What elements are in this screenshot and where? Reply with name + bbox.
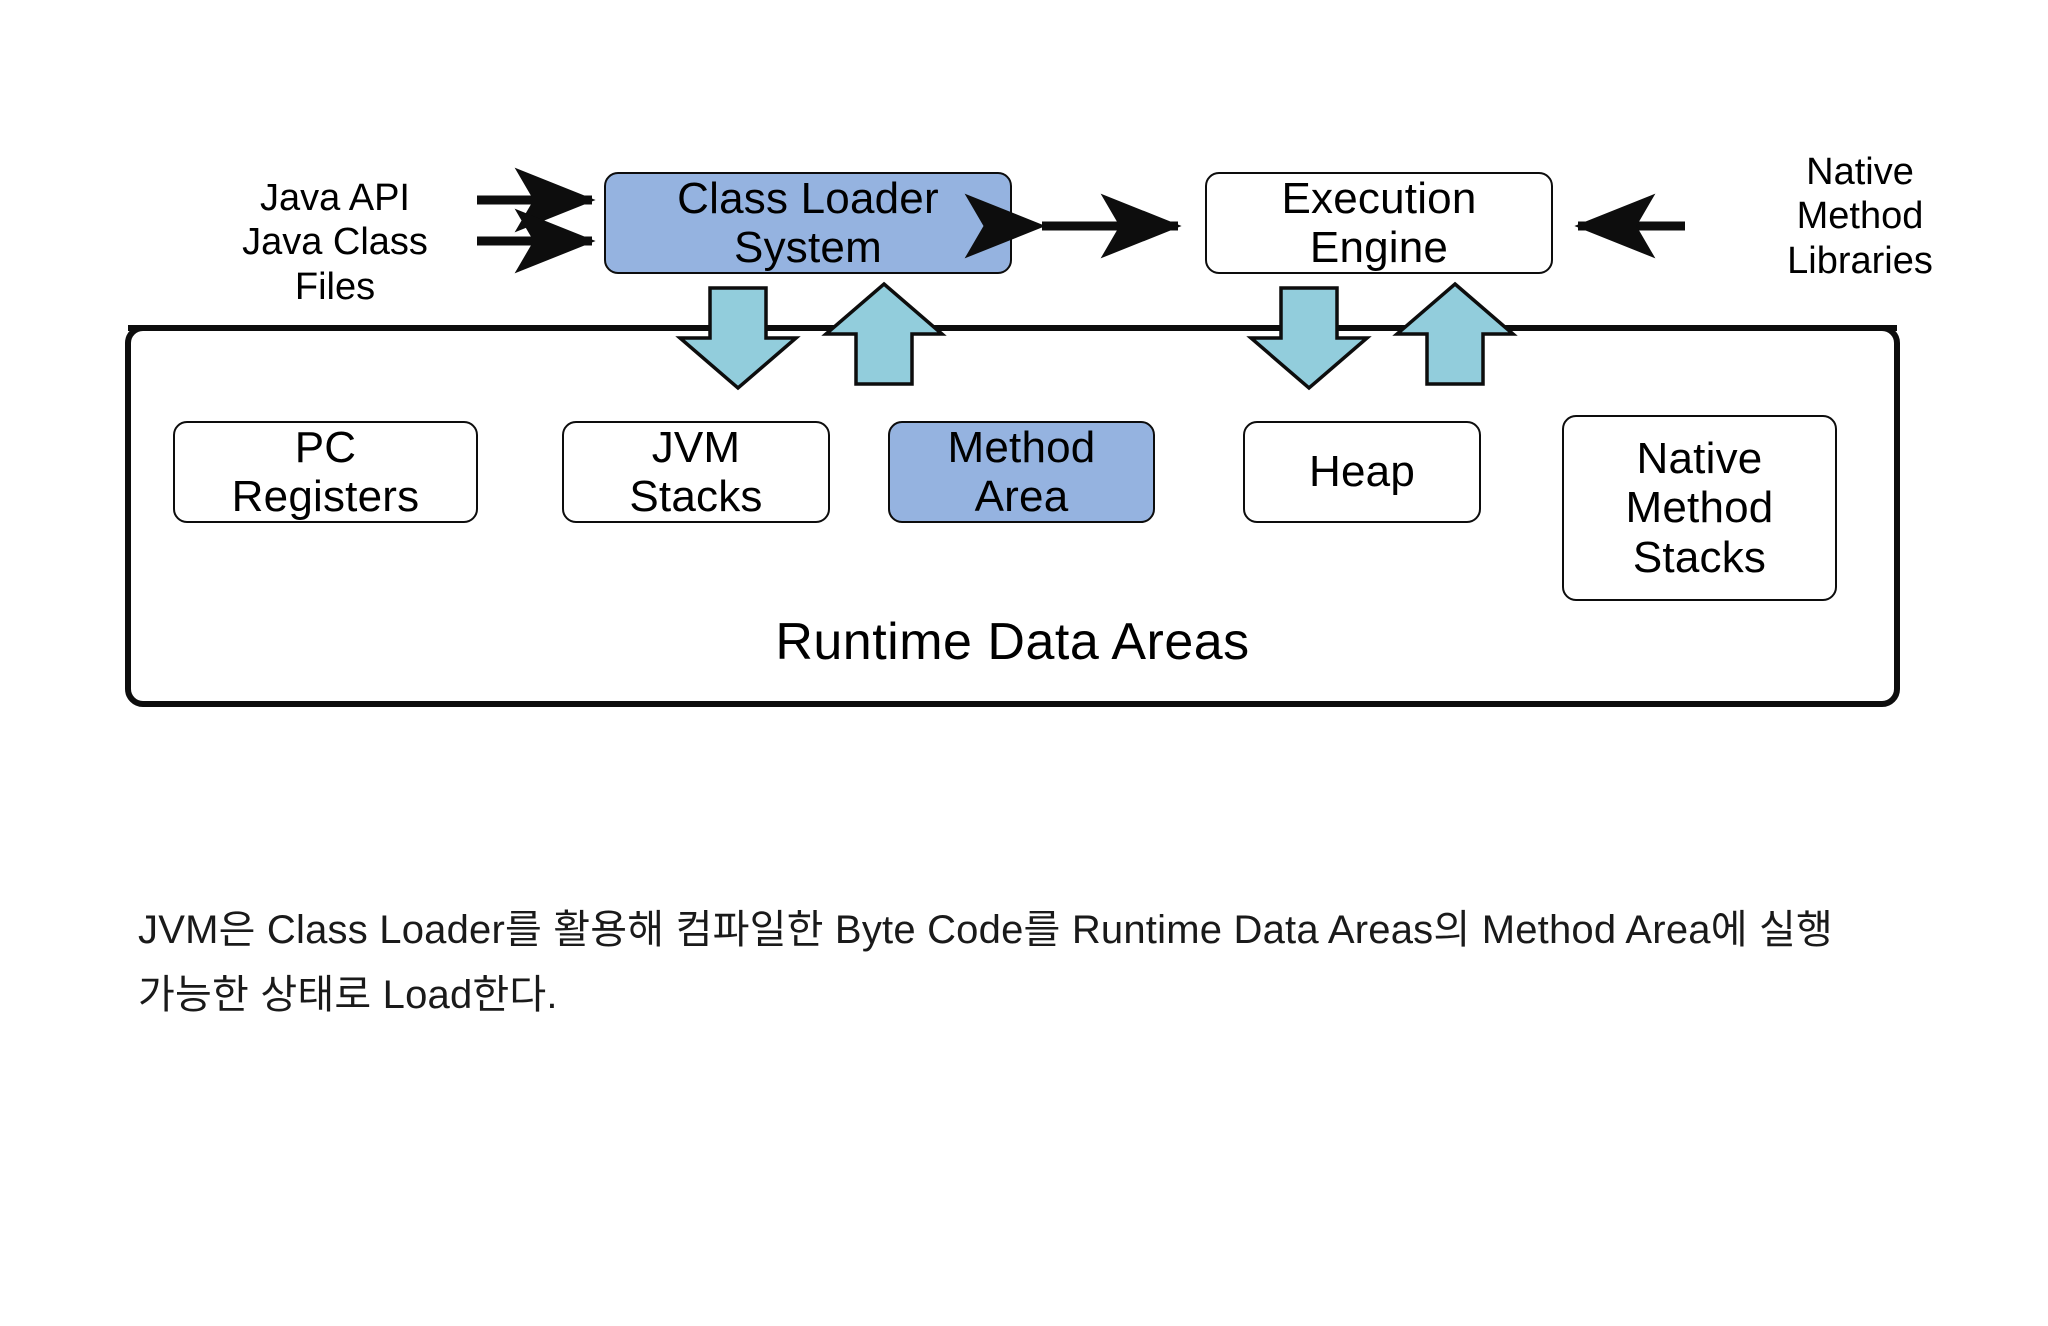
native-method-stacks-label: Native Method Stacks — [1625, 434, 1774, 582]
execution-engine-label: Execution Engine — [1281, 173, 1477, 272]
pc-registers-label: PC Registers — [231, 422, 420, 521]
native-method-libraries-label: Native Method Libraries — [1787, 151, 1933, 282]
method-area-box[interactable]: Method Area — [888, 421, 1155, 523]
caption-line-1: JVM은 Class Loader를 활용해 컴파일한 Byte Code를 R… — [138, 908, 1834, 952]
caption-text: JVM은 Class Loader를 활용해 컴파일한 Byte Code를 R… — [138, 898, 1938, 1028]
class-loader-system-box[interactable]: Class Loader System — [604, 172, 1012, 274]
heap-box[interactable]: Heap — [1243, 421, 1481, 523]
heap-label: Heap — [1309, 447, 1415, 497]
native-method-stacks-box[interactable]: Native Method Stacks — [1562, 415, 1837, 601]
class-loader-system-label: Class Loader System — [677, 173, 939, 272]
execution-engine-box[interactable]: Execution Engine — [1205, 172, 1553, 274]
method-area-label: Method Area — [947, 422, 1096, 521]
runtime-data-areas-title: Runtime Data Areas — [775, 613, 1250, 671]
caption-line-2: 가능한 상태로 Load한다. — [138, 972, 558, 1017]
jvm-stacks-box[interactable]: JVM Stacks — [562, 421, 830, 523]
jvm-stacks-label: JVM Stacks — [629, 422, 763, 521]
java-api-input-label: Java API Java Class Files — [242, 177, 428, 308]
pc-registers-box[interactable]: PC Registers — [173, 421, 478, 523]
